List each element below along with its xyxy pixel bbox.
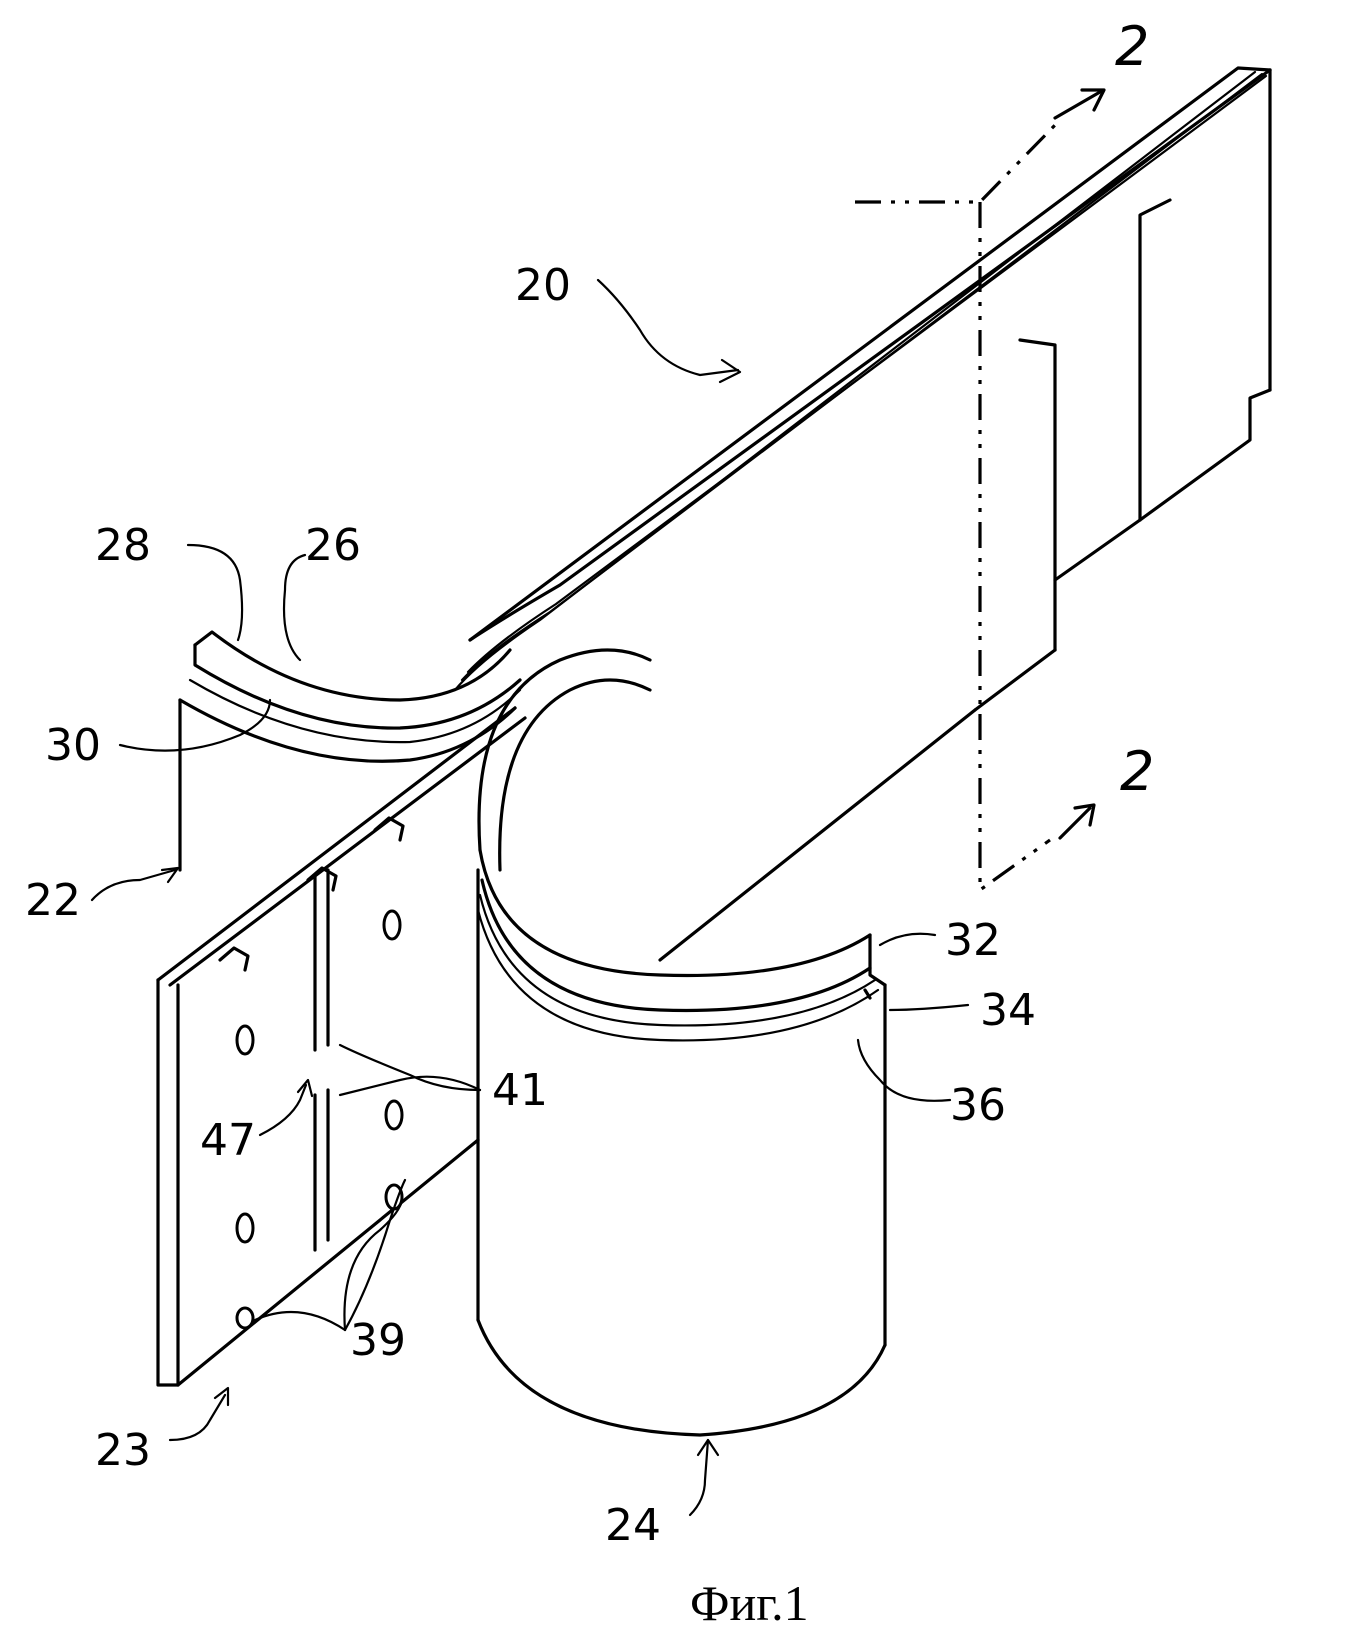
label-34: 34 bbox=[980, 985, 1036, 1036]
section-label-bottom: 2 bbox=[1120, 740, 1154, 803]
label-26: 26 bbox=[305, 520, 361, 571]
label-24: 24 bbox=[605, 1500, 661, 1551]
label-20: 20 bbox=[515, 260, 571, 311]
label-41: 41 bbox=[492, 1065, 548, 1116]
label-28: 28 bbox=[95, 520, 151, 571]
label-39: 39 bbox=[350, 1315, 406, 1366]
reference-labels: 20 28 26 30 22 23 24 32 34 36 41 47 39 2… bbox=[25, 15, 1154, 1551]
hole bbox=[386, 1101, 402, 1129]
hole bbox=[237, 1308, 253, 1328]
leader-lines bbox=[92, 280, 968, 1515]
label-30: 30 bbox=[45, 720, 101, 771]
label-36: 36 bbox=[950, 1080, 1006, 1131]
hole bbox=[384, 911, 400, 939]
label-47: 47 bbox=[200, 1115, 256, 1166]
cylinder-24 bbox=[478, 870, 885, 1435]
bend-loop bbox=[478, 650, 878, 1040]
label-22: 22 bbox=[25, 875, 81, 926]
hole bbox=[237, 1026, 253, 1054]
section-label-top: 2 bbox=[1115, 15, 1149, 78]
section-line bbox=[855, 90, 1104, 890]
label-32: 32 bbox=[945, 915, 1001, 966]
figure-caption: Фиг.1 bbox=[690, 1575, 809, 1631]
hole bbox=[237, 1214, 253, 1242]
label-23: 23 bbox=[95, 1425, 151, 1476]
